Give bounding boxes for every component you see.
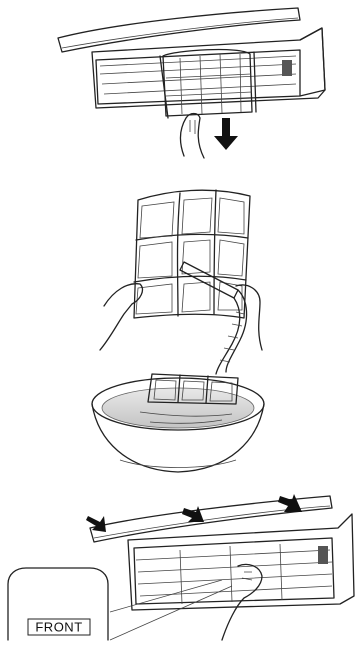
front-label: FRONT	[35, 620, 82, 635]
air-filter-held	[134, 190, 250, 318]
down-arrow-icon	[86, 516, 106, 532]
down-arrow-icon	[278, 494, 302, 512]
filter-tab: FRONT	[8, 568, 108, 640]
step-reinsert-filter: FRONT	[8, 494, 354, 640]
step-remove-filter	[58, 8, 325, 158]
air-filter	[160, 50, 256, 118]
hand-icon	[180, 114, 204, 159]
ac-unit-body-2	[128, 514, 354, 610]
left-hand-icon	[100, 284, 142, 350]
step-wash-filter	[92, 374, 264, 472]
hand-icon	[222, 564, 262, 640]
basin-icon	[92, 378, 264, 472]
down-arrow-icon	[214, 118, 238, 150]
step-vacuum-filter	[100, 190, 262, 374]
down-arrow-icon	[182, 506, 204, 522]
